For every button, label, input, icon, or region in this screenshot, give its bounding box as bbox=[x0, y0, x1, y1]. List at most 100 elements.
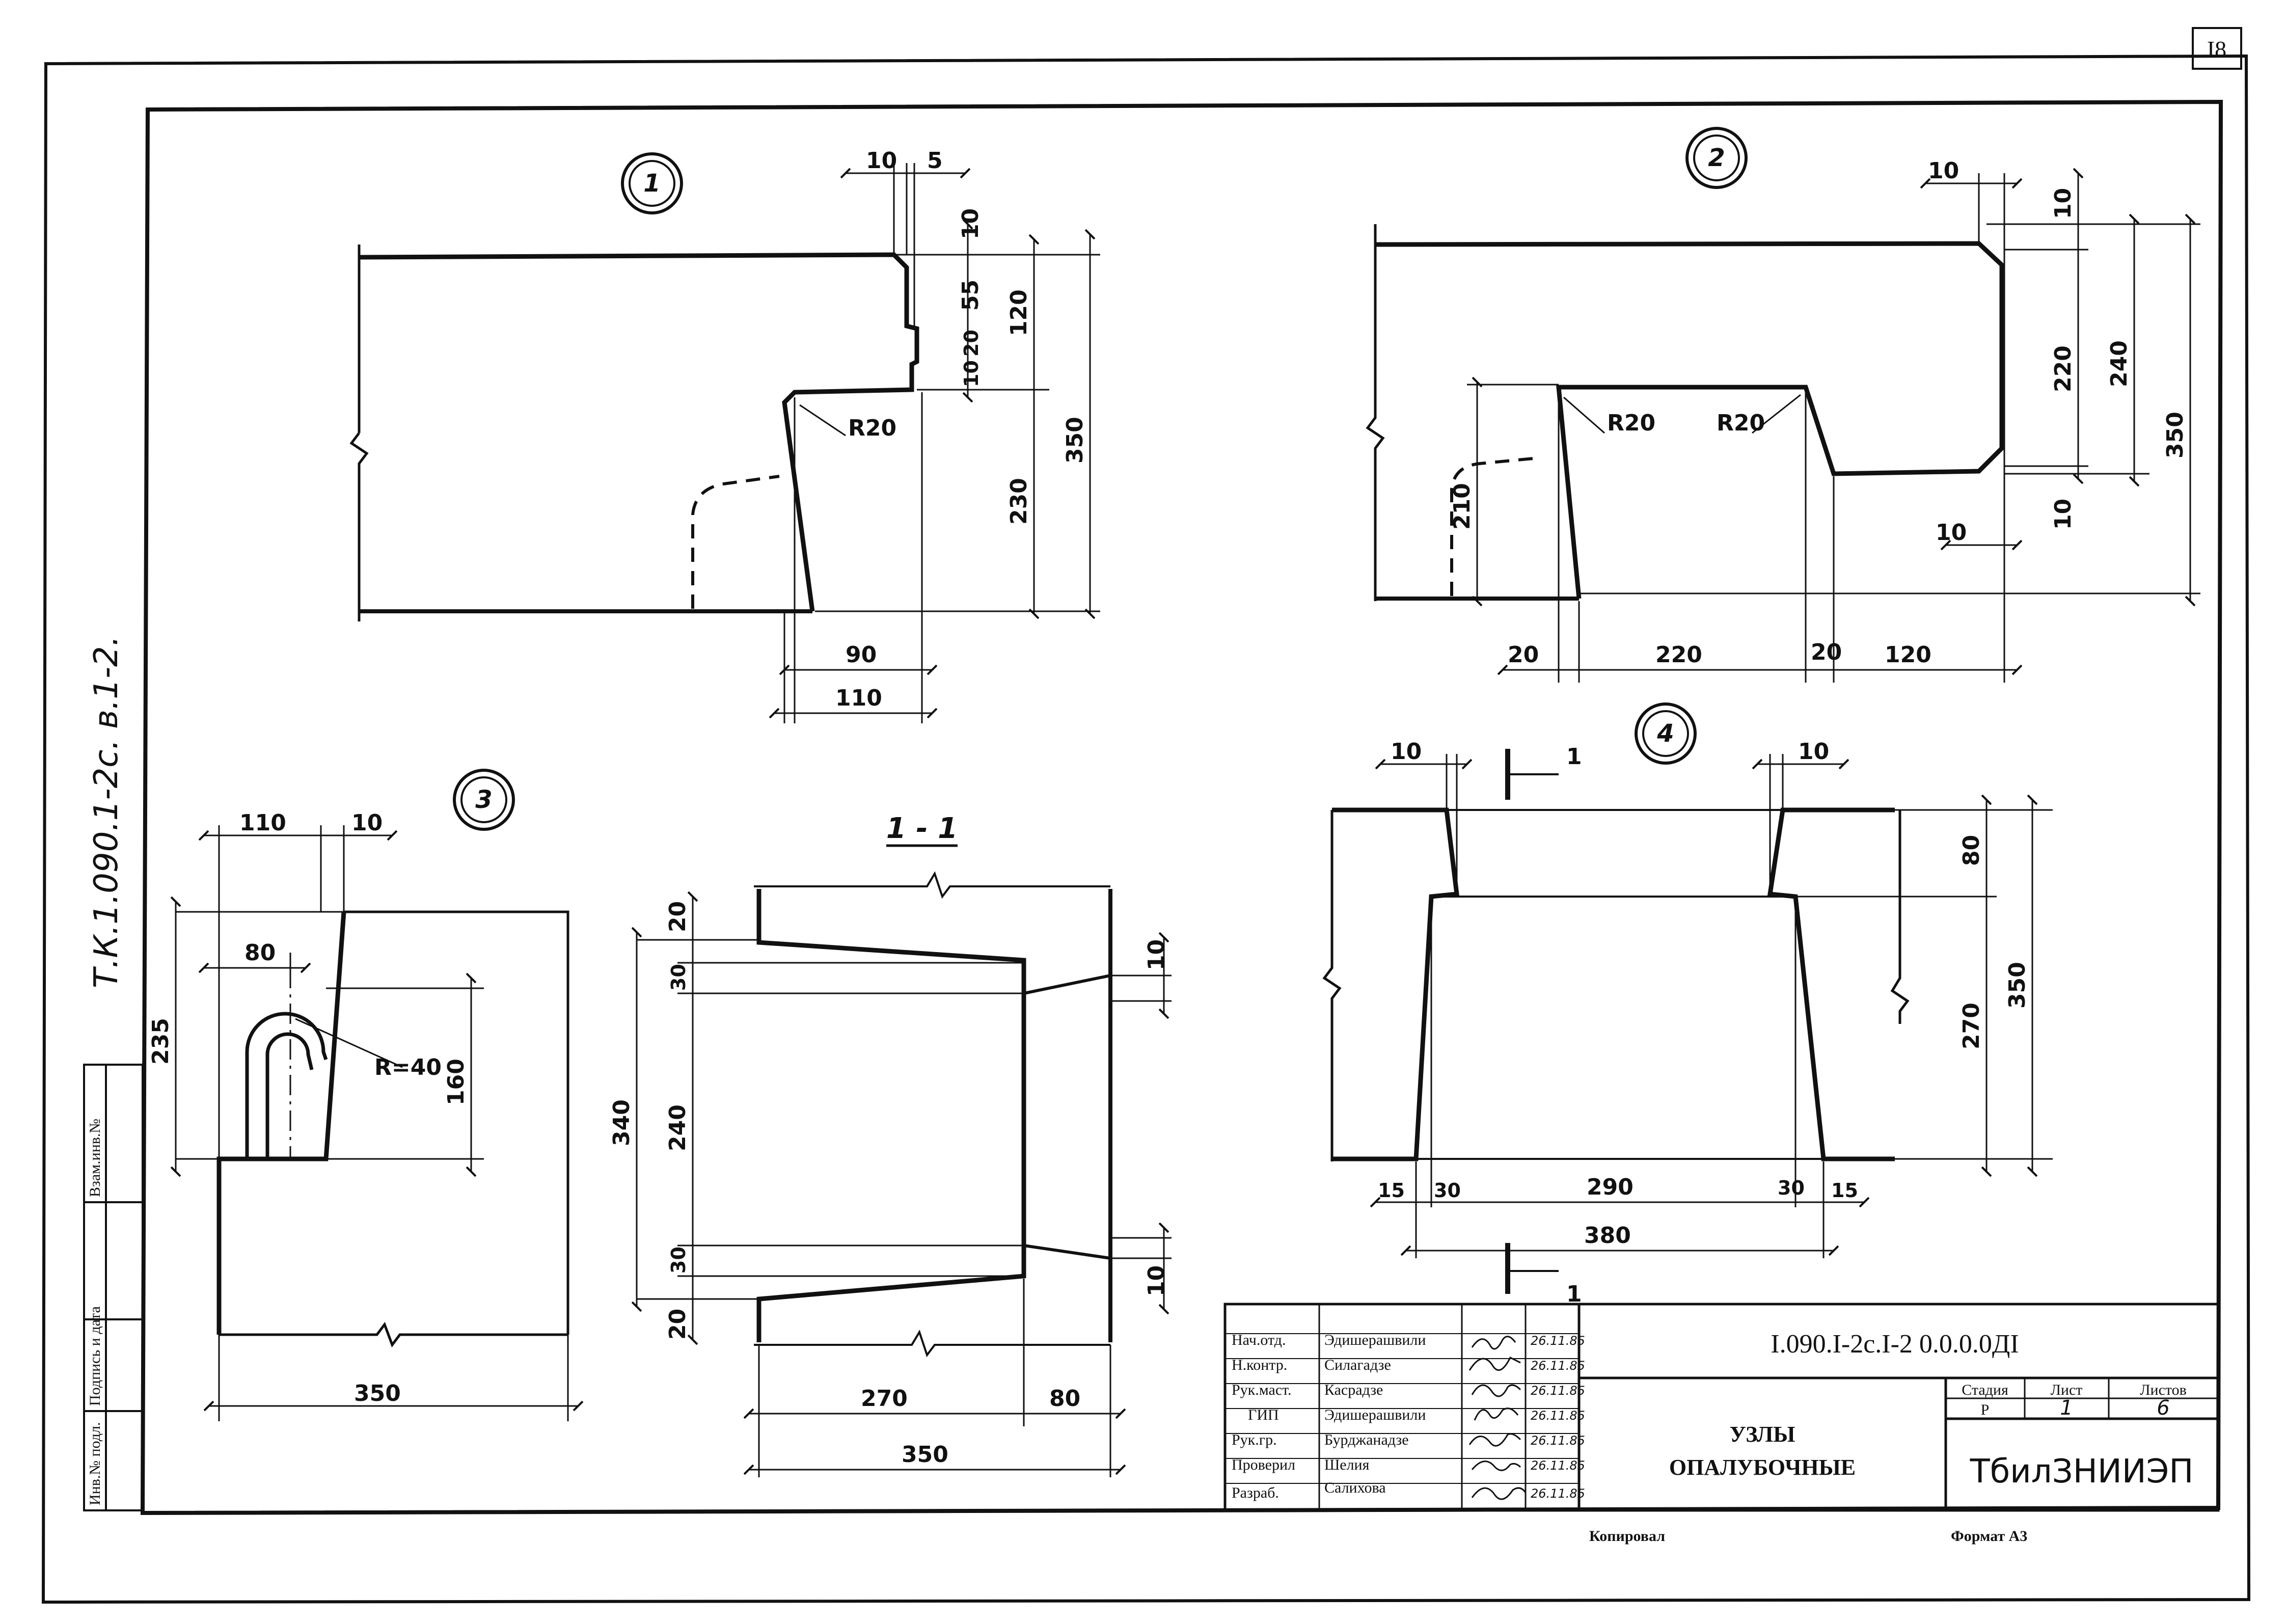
n2-dim-10d: 10 bbox=[1936, 520, 1967, 546]
n4-dim-30b: 30 bbox=[1778, 1177, 1805, 1199]
tb-date-6: 26.11.85 bbox=[1531, 1486, 1585, 1501]
tb-sheets-header: Листов bbox=[2140, 1382, 2187, 1398]
n2-dim-20b: 20 bbox=[1811, 639, 1842, 665]
tb-name-3: Эдишерашвили bbox=[1324, 1406, 1426, 1423]
side-stamp-sign: Подпись и дата bbox=[87, 1306, 103, 1406]
n4-dim-30a: 30 bbox=[1434, 1179, 1461, 1202]
node-2-label: 2 bbox=[1708, 144, 1725, 172]
n3-dim-350: 350 bbox=[354, 1381, 401, 1406]
section-1-1: 1 - 1 20 30 bbox=[609, 812, 1172, 1477]
tb-role-1: Н.контр. bbox=[1232, 1357, 1287, 1373]
tb-name-4: Бурджанадзе bbox=[1324, 1431, 1409, 1448]
n1-dim-350: 350 bbox=[1062, 417, 1088, 464]
title-block bbox=[1223, 1303, 2220, 1512]
s11-dim-10a: 10 bbox=[1144, 939, 1169, 970]
n2-dim-r20b: R20 bbox=[1717, 410, 1765, 436]
n2-dim-10a: 10 bbox=[1928, 158, 1959, 184]
n4-dim-10b: 10 bbox=[1798, 739, 1829, 765]
s11-dim-30a: 30 bbox=[667, 964, 690, 991]
tb-date-3: 26.11.85 bbox=[1531, 1409, 1585, 1423]
copied-label: Копировал bbox=[1589, 1528, 1665, 1545]
n4-dim-15b: 15 bbox=[1831, 1179, 1858, 1202]
n2-dim-350: 350 bbox=[2162, 412, 2188, 458]
n1-dim-90: 90 bbox=[846, 642, 877, 668]
sheet-number: I8 bbox=[2207, 36, 2226, 62]
n1-dim-20: 20 bbox=[960, 330, 983, 357]
node-2: 2 10 bbox=[1366, 127, 2200, 683]
tb-date-1: 26.11.85 bbox=[1531, 1359, 1585, 1373]
tb-title-line1: УЗЛЫ bbox=[1730, 1422, 1795, 1447]
tb-role-3: ГИП bbox=[1248, 1406, 1279, 1423]
n3-dim-r40: R=40 bbox=[374, 1054, 442, 1080]
tb-date-2: 26.11.85 bbox=[1531, 1384, 1585, 1398]
tb-name-0: Эдишерашвили bbox=[1324, 1332, 1426, 1348]
n2-dim-120: 120 bbox=[1885, 642, 1931, 668]
section-1-1-label: 1 - 1 bbox=[886, 812, 958, 845]
tb-org: ТбилЗНИИЭП bbox=[1970, 1453, 2194, 1491]
n4-dim-380: 380 bbox=[1584, 1223, 1631, 1249]
s11-dim-10b: 10 bbox=[1144, 1265, 1169, 1296]
s11-dim-340: 340 bbox=[609, 1099, 635, 1146]
n1-dim-10b: 10 bbox=[958, 208, 984, 239]
tb-sheets: 6 bbox=[2157, 1396, 2169, 1420]
tb-role-5: Проверил bbox=[1232, 1456, 1295, 1473]
s11-dim-20b: 20 bbox=[665, 1309, 691, 1340]
tb-role-2: Рук.маст. bbox=[1232, 1382, 1292, 1398]
n1-dim-10c: 10 bbox=[960, 360, 983, 387]
node-3-label: 3 bbox=[475, 786, 492, 814]
n2-dim-240: 240 bbox=[2106, 340, 2132, 387]
tb-role-6: Разраб. bbox=[1232, 1484, 1279, 1501]
side-stamp-inv: Инв.№ подл. bbox=[87, 1422, 103, 1505]
tb-doc-code: I.090.I-2c.I-2 0.0.0.0ДI bbox=[1771, 1330, 2019, 1359]
n4-dim-270: 270 bbox=[1958, 1003, 1984, 1049]
tb-stage: Р bbox=[1981, 1401, 1990, 1418]
tb-title-line2: ОПАЛУБОЧНЫЕ bbox=[1669, 1455, 1856, 1480]
n3-dim-80: 80 bbox=[244, 940, 276, 966]
node-3: 3 110 10 80 235 160 R=40 35 bbox=[148, 769, 578, 1421]
tb-role-0: Нач.отд. bbox=[1232, 1332, 1286, 1348]
n4-dim-10a: 10 bbox=[1391, 739, 1422, 765]
n1-dim-120: 120 bbox=[1006, 289, 1032, 336]
format-label: Формат А3 bbox=[1951, 1528, 2027, 1545]
signatures bbox=[1468, 1336, 1527, 1500]
tb-sheet-header: Лист bbox=[2051, 1382, 2083, 1398]
s11-dim-20a: 20 bbox=[665, 901, 691, 932]
tb-name-5: Шелия bbox=[1324, 1456, 1370, 1473]
n2-dim-210: 210 bbox=[1449, 483, 1475, 530]
n1-dim-55: 55 bbox=[958, 280, 984, 311]
n4-dim-350: 350 bbox=[2004, 962, 2030, 1009]
tb-sheet: 1 bbox=[2060, 1396, 2073, 1420]
tb-role-4: Рук.гр. bbox=[1232, 1431, 1277, 1448]
side-stamp-vzam: Взам.инв.№ bbox=[87, 1119, 103, 1197]
side-code: Т.К.1.090.1-2с. в.1-2. bbox=[88, 636, 125, 988]
n1-dim-230: 230 bbox=[1006, 478, 1032, 525]
n2-dim-20a: 20 bbox=[1508, 642, 1539, 668]
n3-dim-235: 235 bbox=[148, 1018, 174, 1065]
n4-dim-80: 80 bbox=[1958, 835, 1984, 866]
n3-dim-110: 110 bbox=[239, 810, 286, 836]
tb-date-4: 26.11.85 bbox=[1531, 1433, 1585, 1448]
s11-dim-80: 80 bbox=[1049, 1386, 1080, 1412]
s11-dim-240: 240 bbox=[665, 1104, 691, 1151]
n1-dim-r20: R20 bbox=[848, 415, 896, 441]
n4-cut-top: 1 bbox=[1566, 744, 1582, 770]
n2-dim-220: 220 bbox=[2050, 345, 2076, 392]
node-1: 1 10 5 10 55 bbox=[349, 148, 1100, 723]
n1-dim-5: 5 bbox=[927, 148, 943, 174]
node-1-label: 1 bbox=[643, 169, 660, 198]
n3-dim-10: 10 bbox=[351, 810, 383, 836]
n4-dim-15a: 15 bbox=[1378, 1179, 1405, 1202]
title-block-roles: Нач.отд. Эдишерашвили 26.11.85 Н.контр. … bbox=[1232, 1332, 1585, 1501]
n3-dim-160: 160 bbox=[443, 1059, 469, 1105]
tb-date-0: 26.11.85 bbox=[1531, 1334, 1585, 1348]
n2-dim-220b: 220 bbox=[1655, 642, 1702, 668]
node-4-label: 4 bbox=[1656, 719, 1674, 748]
tb-stage-header: Стадия bbox=[1962, 1382, 2008, 1398]
n2-dim-r20a: R20 bbox=[1607, 410, 1655, 436]
tb-date-5: 26.11.85 bbox=[1531, 1458, 1585, 1473]
tb-name-2: Касрадзе bbox=[1324, 1382, 1383, 1398]
s11-dim-30b: 30 bbox=[667, 1247, 690, 1274]
n4-dim-290: 290 bbox=[1587, 1174, 1634, 1200]
s11-dim-270: 270 bbox=[861, 1386, 908, 1412]
